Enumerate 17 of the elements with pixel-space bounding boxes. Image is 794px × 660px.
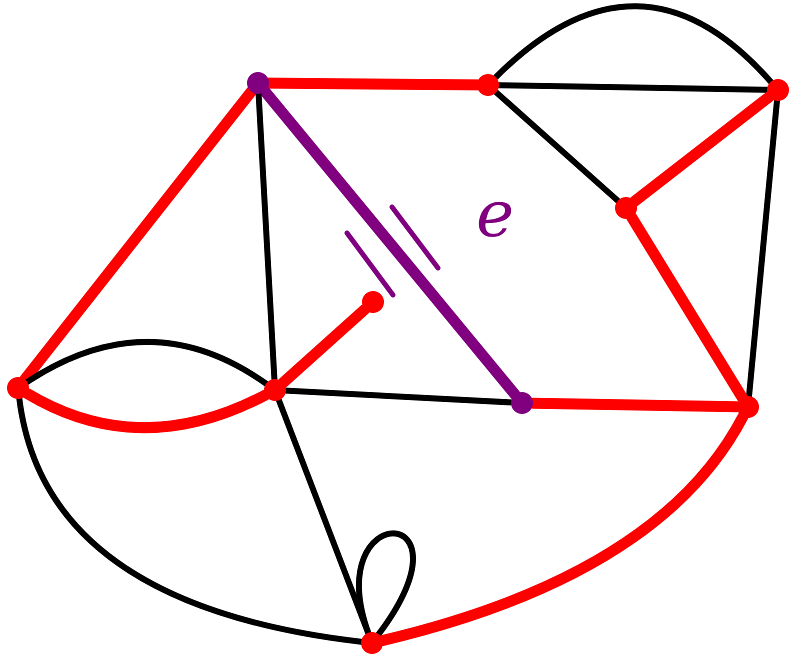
graph-edge [746, 98, 780, 400]
graph-edge [260, 86, 520, 400]
graph-edge [24, 338, 270, 387]
graph-edge [629, 91, 775, 207]
vertex-dot [477, 74, 499, 96]
graph-edge [22, 388, 271, 434]
vertex-dot [362, 291, 384, 313]
vertex-dot [247, 72, 269, 94]
graph-edge [492, 3, 774, 85]
graph-edge [493, 89, 621, 204]
vertex-dot [7, 377, 29, 399]
graph-edge [626, 212, 748, 404]
graph-edge [356, 530, 416, 638]
vertex-dot [361, 632, 383, 654]
vertex-dot [511, 392, 533, 414]
vertex-dot [767, 79, 789, 101]
graph-edge [278, 304, 370, 388]
